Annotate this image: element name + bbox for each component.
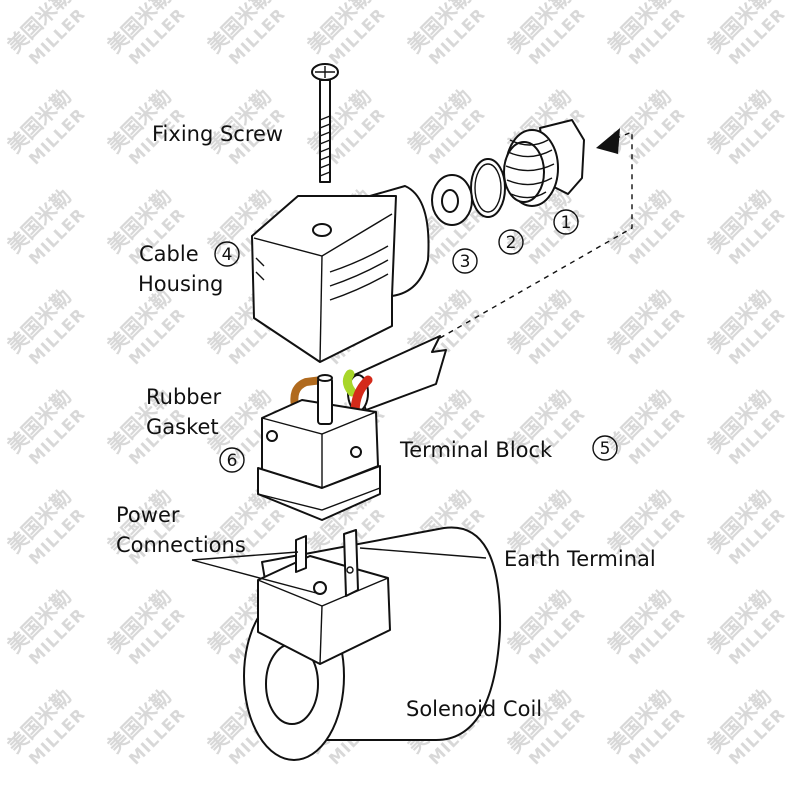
label-earth-terminal: Earth Terminal xyxy=(504,547,656,571)
o-ring-part-2 xyxy=(470,158,506,218)
earth-terminal-pin xyxy=(343,529,359,597)
label-power-connections-line2: Connections xyxy=(116,533,246,557)
seal-part-3 xyxy=(431,174,473,226)
callout-3: 3 xyxy=(452,248,478,274)
svg-text:5: 5 xyxy=(600,439,611,459)
callout-4: 4 xyxy=(214,241,240,267)
gland-nut-part-1 xyxy=(503,119,585,207)
cable-housing xyxy=(251,185,430,363)
callout-2: 2 xyxy=(498,229,524,255)
label-cable-housing-line2: Housing xyxy=(138,272,223,296)
label-rubber-gasket-line1: Rubber xyxy=(146,385,222,409)
cable xyxy=(347,335,447,412)
solenoid-coil xyxy=(243,526,502,761)
callout-5: 5 xyxy=(592,435,618,461)
callout-6: 6 xyxy=(219,447,245,473)
label-rubber-gasket-line2: Gasket xyxy=(146,415,219,439)
label-cable-housing-line1: Cable xyxy=(139,242,199,266)
fixing-screw xyxy=(311,63,339,183)
svg-text:3: 3 xyxy=(460,252,471,272)
wire-green-yellow xyxy=(342,369,357,397)
callout-1: 1 xyxy=(553,209,579,235)
svg-text:1: 1 xyxy=(561,213,572,233)
label-terminal-block: Terminal Block xyxy=(399,438,553,462)
leader-lines xyxy=(191,547,487,595)
terminal-block xyxy=(257,374,381,521)
svg-text:4: 4 xyxy=(222,245,233,265)
svg-text:2: 2 xyxy=(506,233,517,253)
label-fixing-screw: Fixing Screw xyxy=(152,122,283,146)
assembly-path-dashed xyxy=(439,130,633,339)
assembly-arrowhead xyxy=(596,128,620,154)
label-solenoid-coil: Solenoid Coil xyxy=(406,697,542,721)
label-power-connections-line1: Power xyxy=(116,503,180,527)
power-terminal-pin xyxy=(295,535,307,573)
svg-text:6: 6 xyxy=(227,451,238,471)
